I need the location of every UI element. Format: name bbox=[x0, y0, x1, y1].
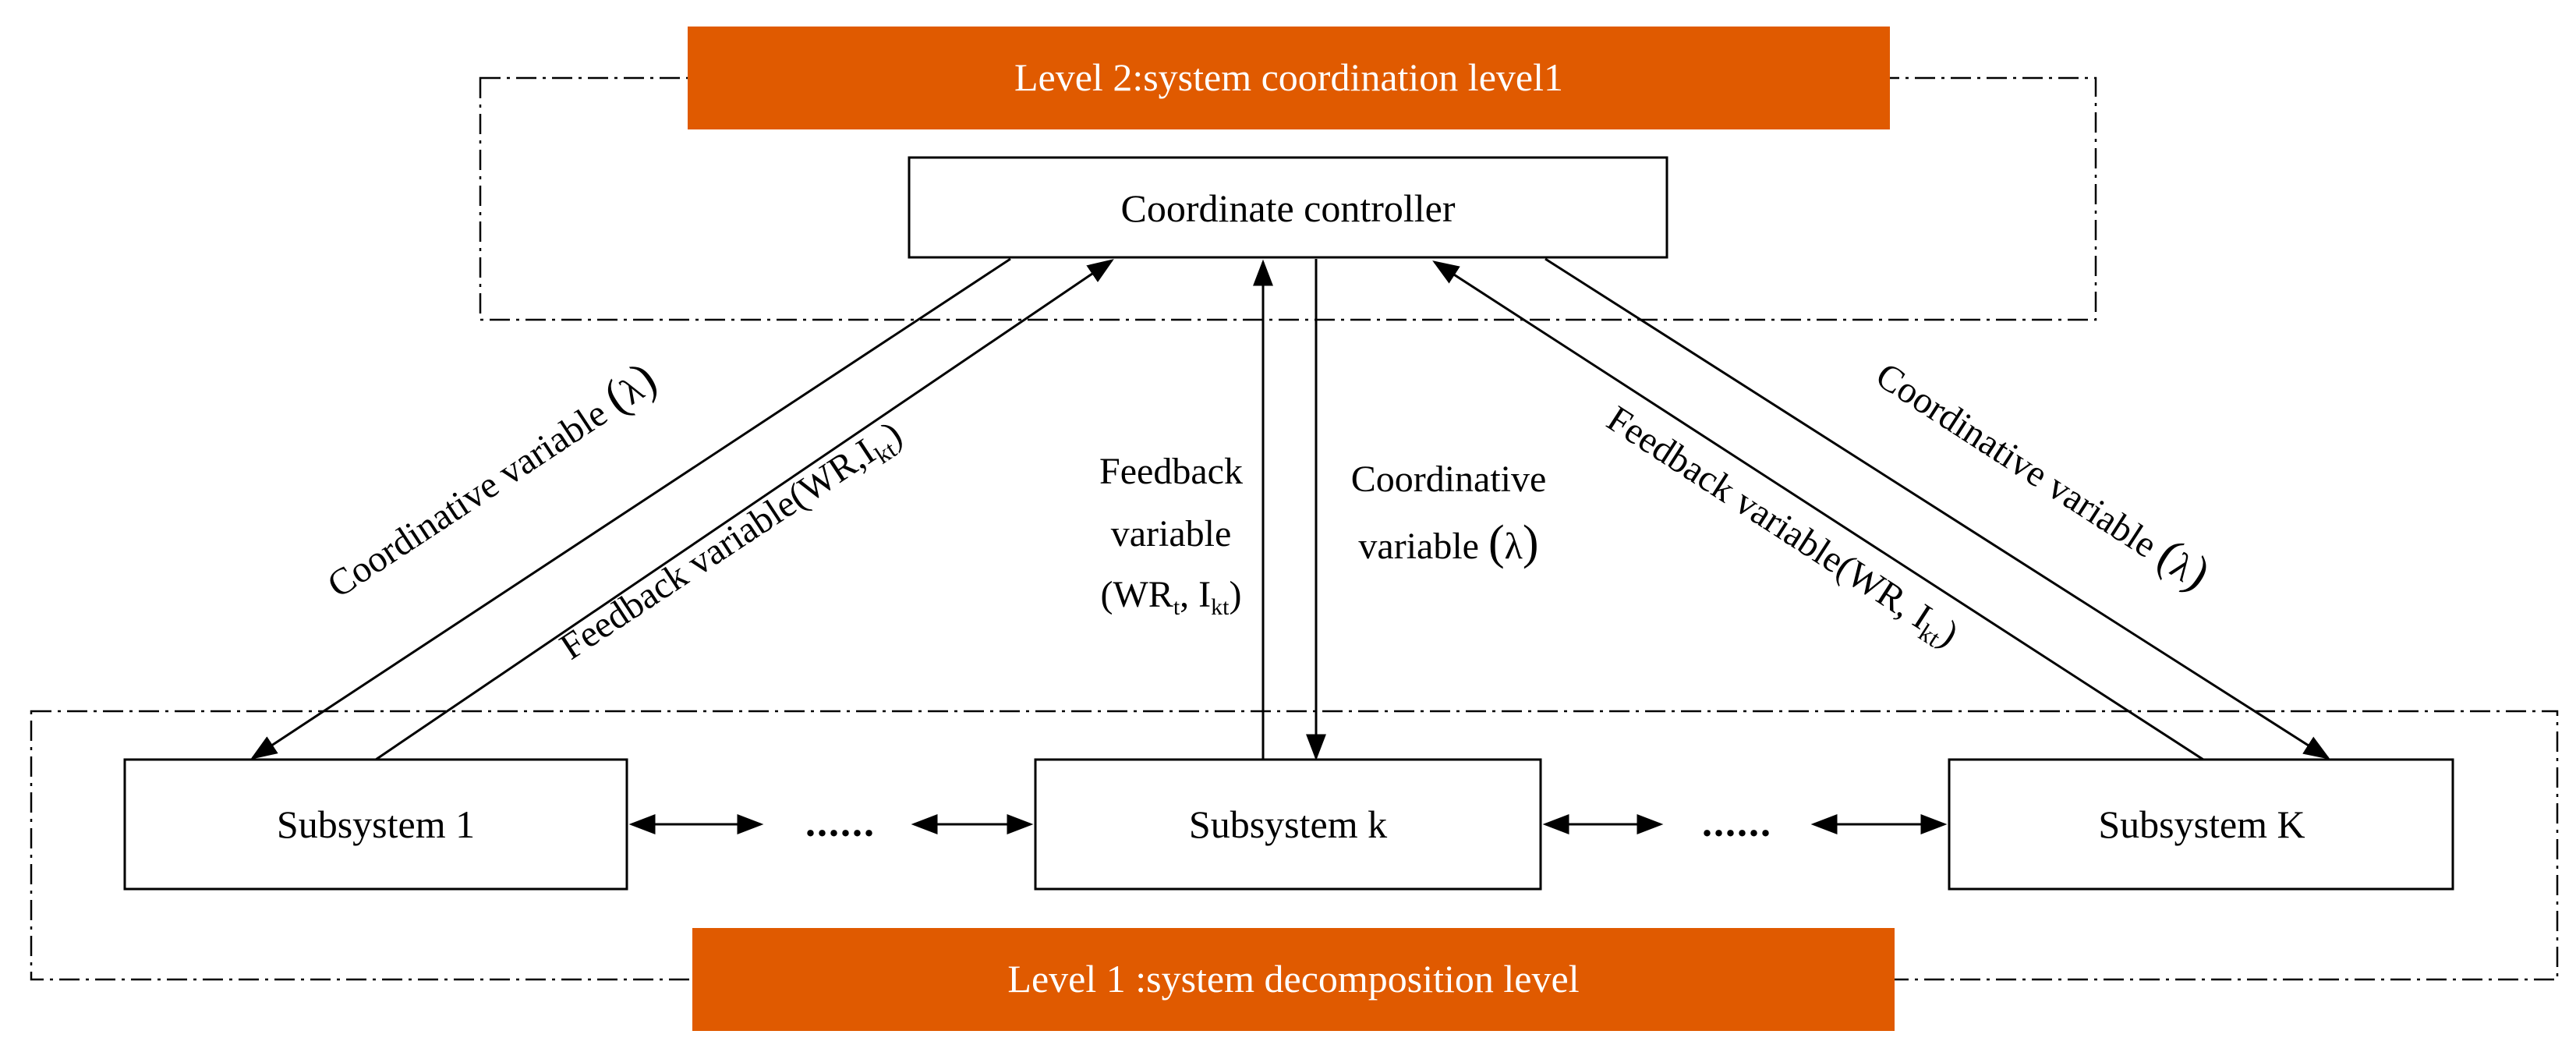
arrow-coordinative-to-subsystem-K bbox=[1545, 257, 2330, 760]
arrow-feedback-from-subsystem-1 bbox=[375, 259, 1114, 761]
coordinate-controller-box bbox=[908, 156, 1668, 259]
label-center-feedback-line2: variable bbox=[1111, 513, 1232, 554]
label-center-feedback-line3-sub1: t bbox=[1173, 594, 1180, 620]
label-center-feedback-line3: (WRt, Ikt) bbox=[1101, 574, 1242, 620]
label-center-coordinative-line2-text: variable bbox=[1358, 526, 1488, 567]
subsystem-k-node: Subsystem k bbox=[1034, 758, 1542, 891]
subsystem-1-box bbox=[123, 758, 628, 891]
label-center-feedback-line3-sub2: kt bbox=[1211, 594, 1230, 620]
subsystem-k-box bbox=[1034, 758, 1542, 891]
subsystem-K-node: Subsystem K bbox=[1948, 758, 2454, 891]
subsystem-K-label: Subsystem K bbox=[2098, 802, 2305, 846]
level-1-banner-label: Level 1 :system decomposition level bbox=[1007, 957, 1579, 1001]
level-2-banner: Level 2:system coordination level1 bbox=[688, 27, 1890, 129]
ellipsis-right: ...... bbox=[1702, 801, 1772, 845]
label-right-feedback: Feedback variable(WR, Ikt) bbox=[1598, 398, 1966, 659]
label-center-feedback-line1: Feedback bbox=[1099, 451, 1243, 492]
label-left-feedback: Feedback variable(WR,Ikt) bbox=[553, 413, 911, 671]
arrow-feedback-from-subsystem-K bbox=[1432, 260, 2204, 761]
label-right-coordinative-text: Coordinative variable bbox=[1869, 355, 2172, 572]
subsystem-K-box bbox=[1948, 758, 2454, 891]
level-2-banner-background bbox=[688, 27, 1890, 129]
label-left-coordinative-text: Coordinative variable bbox=[320, 388, 622, 607]
label-center-feedback-line3-a: (WR bbox=[1101, 574, 1173, 615]
label-center-feedback: Feedback variable (WRt, Ikt) bbox=[1099, 451, 1243, 620]
ellipsis-left: ...... bbox=[805, 801, 876, 845]
label-center-coordinative-line1: Coordinative bbox=[1351, 459, 1547, 500]
subsystem-k-label: Subsystem k bbox=[1189, 802, 1387, 846]
label-right-coordinative: Coordinative variable (λ) bbox=[1867, 347, 2220, 600]
level-2-banner-label: Level 2:system coordination level1 bbox=[1014, 55, 1563, 99]
label-center-coordinative-paren-close: ) bbox=[1523, 516, 1539, 569]
label-center-coordinative-symbol: λ bbox=[1505, 526, 1523, 567]
level-1-banner-background bbox=[692, 928, 1895, 1031]
label-center-feedback-line3-c: ) bbox=[1230, 574, 1242, 615]
label-left-coordinative: Coordinative variable (λ) bbox=[315, 352, 666, 608]
label-center-feedback-line3-b: , I bbox=[1180, 574, 1211, 615]
label-center-coordinative-paren-open: ( bbox=[1488, 516, 1505, 569]
level-1-banner: Level 1 :system decomposition level bbox=[692, 928, 1895, 1031]
label-right-feedback-prefix: Feedback variable(WR, I bbox=[1600, 398, 1939, 637]
arrow-coordinative-to-subsystem-1 bbox=[250, 257, 1011, 760]
subsystem-1-node: Subsystem 1 bbox=[123, 758, 628, 891]
label-center-coordinative: Coordinative variable (λ) bbox=[1351, 459, 1547, 569]
label-left-feedback-prefix: Feedback variable(WR,I bbox=[553, 430, 883, 668]
label-center-coordinative-line2: variable (λ) bbox=[1358, 516, 1538, 569]
subsystem-1-label: Subsystem 1 bbox=[277, 802, 475, 846]
coordinate-controller-node: Coordinate controller bbox=[908, 156, 1668, 259]
coordinate-controller-label: Coordinate controller bbox=[1120, 186, 1455, 230]
